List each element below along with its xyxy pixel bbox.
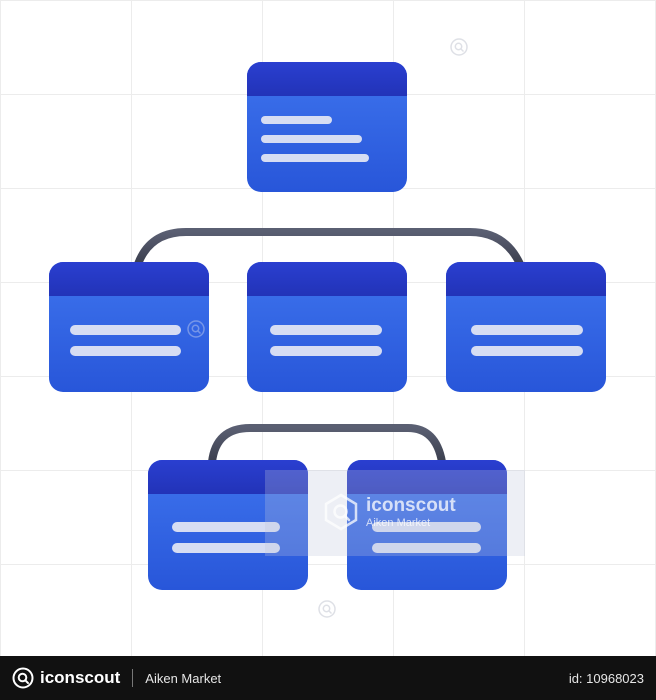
footer-bar: iconscout Aiken Market id: 10968023 [0, 656, 656, 700]
card-middle-left-text-lines [70, 325, 181, 356]
card-top-text-lines [261, 116, 369, 162]
card-bottom-left-text-lines [172, 522, 280, 553]
watermark-small-logo-icon [450, 38, 468, 56]
watermark-band [265, 470, 525, 556]
card-bottom-right-text-lines [372, 522, 481, 553]
footer-asset-id: id: 10968023 [568, 670, 644, 686]
card-middle-right-text-lines [471, 325, 583, 356]
watermark-brand: iconscout [366, 494, 456, 516]
hierarchy-chart-icon [49, 62, 606, 590]
footer-divider [132, 669, 134, 687]
card-middle-center-text-lines [270, 325, 382, 356]
iconscout-logo-icon [12, 667, 34, 689]
footer-brand: iconscout [40, 668, 121, 687]
connector-lines [134, 186, 524, 466]
watermark-author: Aiken Market [366, 516, 431, 529]
canvas-grid-background: iconscout Aiken Market [0, 0, 656, 656]
watermark-small-logo-icon [187, 320, 205, 338]
iconscout-logo-icon [324, 493, 358, 531]
footer-author: Aiken Market [145, 670, 222, 686]
watermark-center: iconscout Aiken Market [322, 493, 456, 531]
card-top [247, 62, 407, 192]
watermark-small-logo-icon [318, 600, 336, 618]
